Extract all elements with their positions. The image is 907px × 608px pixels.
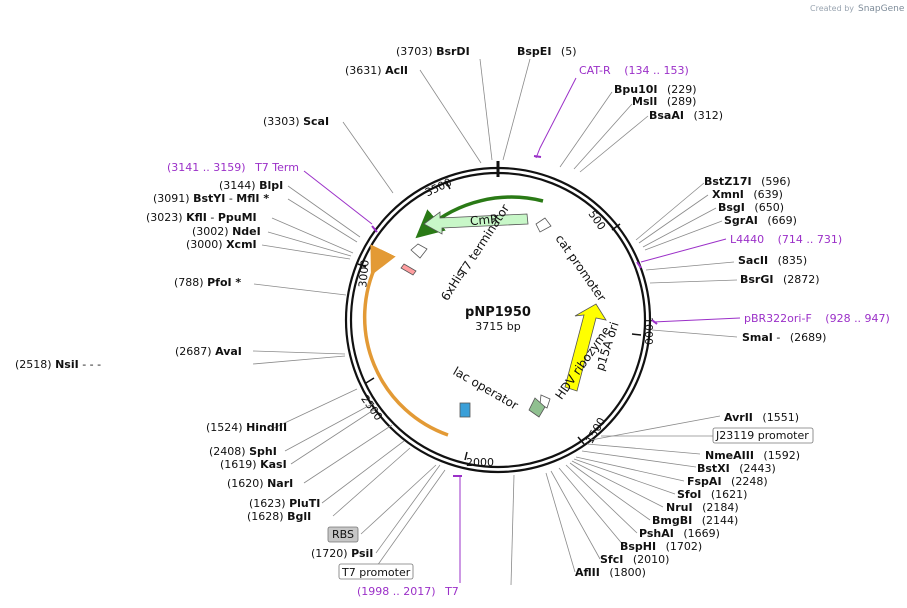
tick-1500: 1500 (583, 415, 608, 446)
j23119-label: J23119 promoter (715, 429, 809, 442)
site-xmni[interactable]: XmnI (639) (712, 188, 783, 201)
primer-t7-term[interactable]: (3141 .. 3159) T7 Term (167, 161, 299, 174)
site-ndei[interactable]: (3002) NdeI (192, 225, 261, 238)
site-bsrgi[interactable]: (788) PfoI * (174, 276, 241, 289)
primer-leaders (303, 77, 741, 583)
t7-promoter-label: T7 promoter (341, 566, 411, 579)
j23119-box[interactable] (712, 427, 814, 444)
site-bsssi[interactable]: SmaI - (2689) (742, 331, 826, 344)
leader-lines (252, 58, 738, 586)
site-bmgbi[interactable]: (1628) BglI (247, 510, 311, 523)
tick-2000: 2000 (466, 456, 494, 469)
site-sgrai[interactable]: SgrAI (669) (724, 214, 797, 227)
site-bsphi[interactable]: SfcI (2010) (600, 553, 669, 566)
cmr-feature (423, 211, 529, 235)
site-bgli[interactable]: PshAI (1669) (639, 527, 720, 540)
plasmid-length: 3715 bp (475, 320, 520, 333)
site-bsaai[interactable]: BsaAI (312) (649, 109, 723, 122)
site-avai[interactable]: (2518) NsiI - - - (15, 358, 101, 371)
primer-l4440[interactable]: L4440 (714 .. 731) (730, 233, 842, 246)
credit-brand: SnapGene (858, 4, 905, 14)
lac-arc (362, 244, 449, 437)
primer-cat-r[interactable]: CAT-R (134 .. 153) (579, 64, 689, 77)
p15a-ori-feature (564, 303, 607, 392)
tick-1000: 1000 (642, 317, 655, 345)
site-nari[interactable]: SfoI (1621) (677, 488, 747, 501)
tick-3000: 3000 (356, 259, 371, 288)
site-msli[interactable]: MslI (289) (632, 95, 696, 108)
site-blpi[interactable]: (3144) BlpI (219, 179, 283, 192)
site-acli[interactable]: (3631) AclI (345, 64, 408, 77)
site-bstyi[interactable]: (3091) BstYI - MflI * (153, 192, 269, 205)
primer-marks (371, 155, 658, 477)
site-avrii[interactable]: NmeAIII (1592) (705, 449, 800, 462)
plasmid-name: pNP1950 (465, 305, 531, 320)
rbs-label: RBS (332, 528, 354, 541)
tick-marks (357, 180, 642, 461)
site-scai[interactable]: (3303) ScaI (263, 115, 329, 128)
primer-t7[interactable]: (1998 .. 2017) T7 (357, 585, 459, 598)
site-bspei[interactable]: BspEI (5) (517, 45, 577, 58)
cat-promoter-arrow (535, 217, 552, 233)
site-bsgi[interactable]: BsgI (650) (718, 201, 784, 214)
site-sfci[interactable]: (1720) PsiI (311, 547, 373, 560)
site-hindiii[interactable]: AvrII (1551) (724, 411, 799, 424)
site-psii[interactable]: AflII (1800) (575, 566, 646, 579)
rbs-box[interactable] (327, 526, 359, 543)
site-smai[interactable]: (2687) AvaI (175, 345, 242, 358)
site-bpu10i[interactable]: Bpu10I (229) (614, 83, 697, 96)
site-sphi[interactable]: (1619) KasI (220, 458, 287, 471)
his-tag-feature (400, 263, 417, 276)
site-kfli[interactable]: (3023) KflI - PpuMI (146, 211, 257, 224)
site-nsii[interactable]: (1524) HindIII (206, 421, 287, 434)
site-sacii[interactable]: BsrGI (2872) (740, 273, 820, 286)
lac-operator-box (459, 402, 471, 418)
credit-prefix: Created by (810, 4, 854, 13)
hdv-ribozyme-feature (528, 397, 546, 418)
site-nrui[interactable]: (1623) PluTI (249, 497, 320, 510)
primer-pbr322[interactable]: pBR322ori-F (928 .. 947) (744, 312, 890, 325)
site-pfoi[interactable]: SacII (835) (738, 254, 807, 267)
site-nmeaiii[interactable]: BstXI (2443) (697, 462, 776, 475)
site-fspai[interactable]: (1620) NarI (227, 477, 293, 490)
site-bsrdi[interactable]: (3703) BsrDI (396, 45, 470, 58)
cat-promoter-label: cat promoter (553, 232, 609, 304)
site-plutl[interactable]: BmgBI (2144) (652, 514, 738, 527)
t7-terminator-feature (410, 243, 428, 259)
site-pshai[interactable]: BspHI (1702) (620, 540, 702, 553)
site-sfoi[interactable]: NruI (2184) (666, 501, 739, 514)
cmr-label: CmR (469, 212, 499, 228)
site-bstxi[interactable]: (2408) SphI (209, 445, 277, 458)
site-bstz17i[interactable]: BstZ17I (596) (704, 175, 791, 188)
site-kasi[interactable]: FspAI (2248) (687, 475, 768, 488)
site-xcmi[interactable]: (3000) XcmI (186, 238, 257, 251)
t7-promoter-box[interactable] (338, 563, 414, 580)
